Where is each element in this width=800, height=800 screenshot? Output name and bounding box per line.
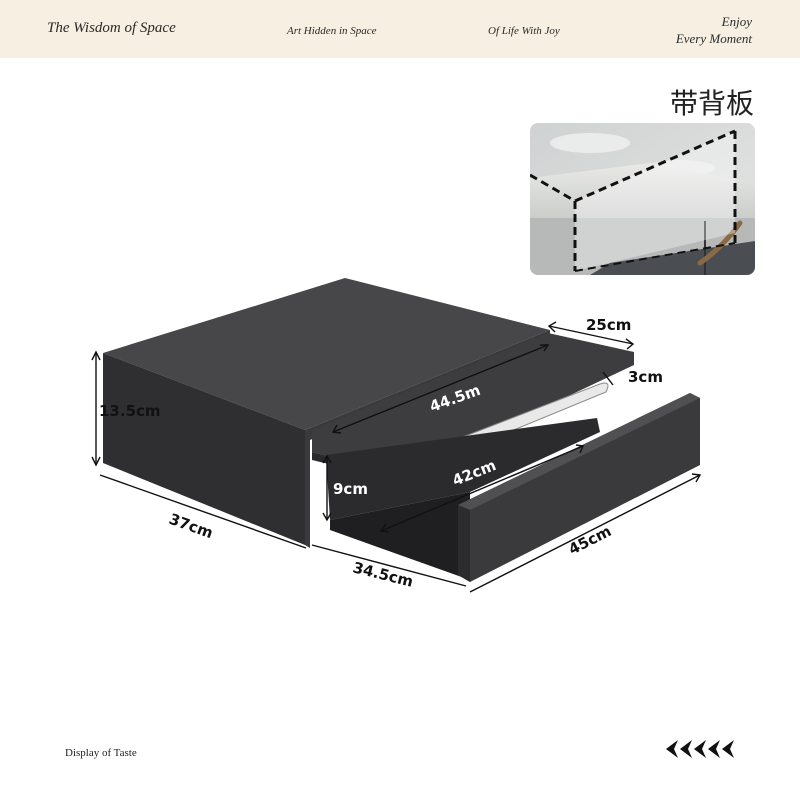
backboard-illustration	[530, 123, 755, 275]
dim-side-depth: 37cm	[167, 510, 216, 542]
drawer-front	[458, 393, 700, 582]
backboard-photo	[530, 123, 755, 275]
enjoy-line-2: Every Moment	[675, 31, 752, 46]
tagline-life: Of Life With Joy	[488, 25, 560, 37]
header-bar: The Wisdom of Space Art Hidden in Space …	[0, 0, 800, 58]
cabinet-top-face	[103, 278, 550, 430]
enjoy-slogan: Enjoy Every Moment	[676, 13, 752, 47]
dim-height: 13.5cm	[99, 402, 161, 420]
cabinet-side-face	[103, 353, 305, 545]
footer-text: Display of Taste	[65, 747, 137, 759]
tagline-art: Art Hidden in Space	[287, 25, 377, 37]
dim-drawer-height: 9cm	[333, 480, 368, 498]
drawer-tray	[312, 333, 634, 474]
drawer-interior	[326, 418, 600, 520]
dimension-lines	[91, 321, 702, 593]
brand-title: The Wisdom of Space	[47, 20, 176, 36]
backboard-label: 带背板	[669, 87, 754, 120]
dim-thickness: 3cm	[628, 368, 663, 386]
dim-width-top: 25cm	[586, 316, 631, 334]
enjoy-line-1: Enjoy	[721, 14, 752, 29]
left-arrows-icon	[666, 740, 734, 758]
